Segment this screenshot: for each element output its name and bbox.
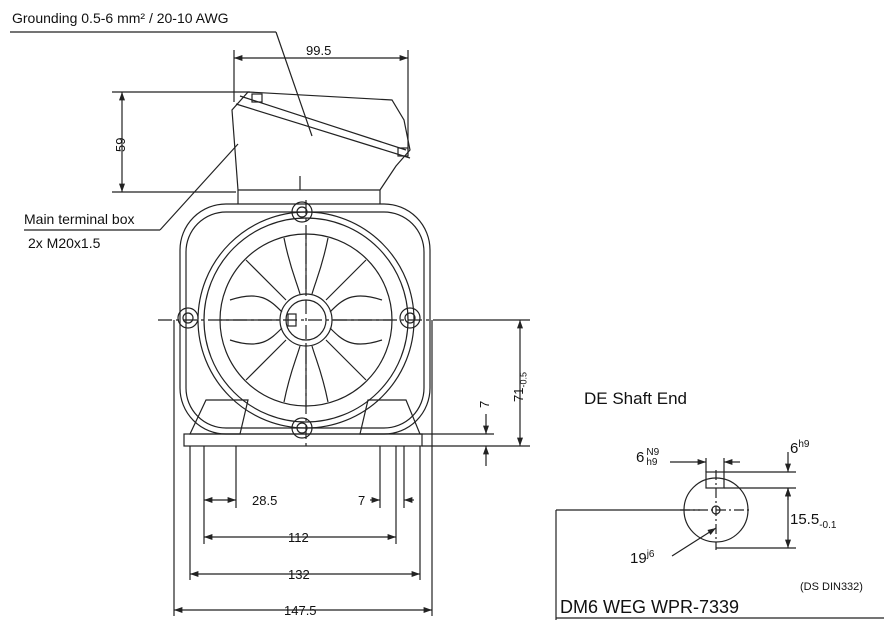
standard-label: (DS DIN332) [800, 581, 863, 593]
dim-label-top-width: 99.5 [306, 43, 332, 58]
shaft-end-frame [555, 509, 884, 620]
grounding-label: Grounding 0.5-6 mm² / 20-10 AWG [12, 10, 229, 26]
dim-box-height [112, 91, 250, 193]
model-label: DM6 WEG WPR-7339 [560, 597, 740, 617]
dim-label-box-height: 59 [113, 137, 128, 152]
shaft-diameter-label: 19j6 [630, 549, 655, 567]
dim-label-overall-width: 147.5 [284, 603, 317, 618]
terminal-box [231, 91, 411, 204]
terminal-box-thread-label: 2x M20x1.5 [28, 235, 101, 251]
dim-label-foot-thickness: 7 [477, 400, 492, 408]
shaft-section [670, 452, 796, 557]
dim-label-foot-width: 132 [288, 567, 310, 582]
key-depth-label: 15.5-0.1 [790, 511, 837, 531]
motor-body [158, 200, 436, 448]
dim-label-hole-spacing: 112 [288, 530, 309, 545]
grounding-leader [10, 31, 313, 137]
dim-shaft-height [420, 319, 530, 466]
terminal-box-label: Main terminal box [24, 211, 135, 227]
key-height-label: 6h9 [790, 439, 810, 457]
dim-top-width [233, 50, 409, 150]
dim-bottom [173, 320, 433, 616]
terminal-box-leader [24, 143, 239, 231]
dim-label-hole-offset: 28.5 [252, 493, 278, 508]
shaft-end-title: DE Shaft End [584, 389, 688, 408]
dim-label-foot-slot: 7 [358, 493, 366, 508]
dim-label-shaft-height: 71-0.5 [511, 372, 529, 402]
